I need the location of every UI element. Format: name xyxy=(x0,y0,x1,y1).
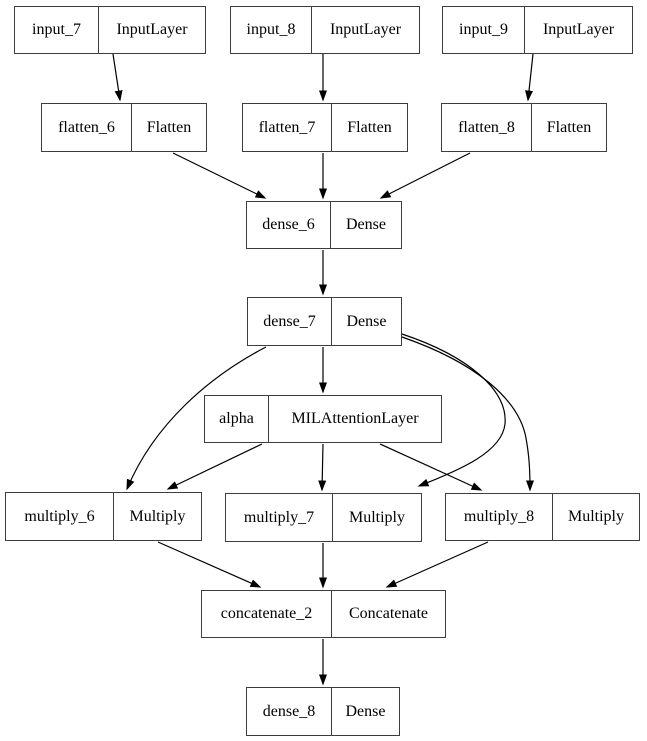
node-flatten_8-name: flatten_8 xyxy=(442,104,532,151)
node-multiply_7-type: Multiply xyxy=(348,508,405,526)
node-multiply_7-name: multiply_7 xyxy=(226,494,333,541)
node-flatten_8-type: Flatten xyxy=(546,118,592,136)
node-multiply_8: multiply_8 Multiply xyxy=(445,493,640,541)
node-concatenate_2: concatenate_2 Concatenate xyxy=(201,590,446,638)
node-input_8-name: input_8 xyxy=(231,7,312,53)
node-alpha-type: MILAttentionLayer xyxy=(291,410,419,427)
edge-input_7-to-flatten_6 xyxy=(112,53,123,102)
edge-flatten_6-to-dense_6 xyxy=(172,152,267,199)
node-dense_6-type: Dense xyxy=(346,216,386,233)
node-flatten_6: flatten_6 Flatten xyxy=(41,103,207,152)
edge-multiply_8-to-concatenate_2 xyxy=(385,541,489,588)
node-flatten_6-name: flatten_6 xyxy=(42,104,132,151)
node-dense_8-name: dense_8 xyxy=(247,688,332,735)
node-multiply_7: multiply_7 Multiply xyxy=(225,493,422,542)
node-multiply_6-type: Multiply xyxy=(129,507,186,525)
node-flatten_7: flatten_7 Flatten xyxy=(242,103,408,152)
node-flatten_7-type: Flatten xyxy=(347,118,392,136)
edge-multiply_6-to-concatenate_2 xyxy=(157,541,262,588)
node-multiply_8-type: Multiply xyxy=(567,508,624,525)
edge-flatten_8-to-dense_6 xyxy=(379,152,471,199)
edge-alpha-to-multiply_8 xyxy=(379,443,483,491)
node-dense_7: dense_7 Dense xyxy=(247,297,402,346)
node-flatten_7-name: flatten_7 xyxy=(243,104,332,151)
node-flatten_8: flatten_8 Flatten xyxy=(441,103,607,152)
node-multiply_6: multiply_6 Multiply xyxy=(5,492,202,541)
edge-input_9-to-flatten_8 xyxy=(525,53,534,102)
node-concatenate_2-type: Concatenate xyxy=(348,605,429,622)
node-flatten_6-type: Flatten xyxy=(146,118,192,136)
node-concatenate_2-name: concatenate_2 xyxy=(202,591,332,637)
node-dense_8: dense_8 Dense xyxy=(246,687,400,736)
node-input_9-type: InputLayer xyxy=(542,21,615,38)
node-input_8: input_8 InputLayer xyxy=(230,6,420,54)
node-input_7: input_7 InputLayer xyxy=(14,6,206,54)
edge-alpha-to-multiply_7 xyxy=(318,443,327,492)
node-dense_6-name: dense_6 xyxy=(247,202,331,248)
node-input_9: input_9 InputLayer xyxy=(442,6,633,54)
node-dense_7-name: dense_7 xyxy=(248,298,332,345)
node-alpha-name: alpha xyxy=(205,396,269,442)
node-dense_7-type: Dense xyxy=(346,312,387,330)
node-alpha-mil-attention: alpha MILAttentionLayer xyxy=(204,395,442,443)
node-input_9-name: input_9 xyxy=(443,7,525,53)
node-dense_8-type: Dense xyxy=(345,702,386,720)
node-multiply_8-name: multiply_8 xyxy=(446,494,553,540)
node-input_8-type: InputLayer xyxy=(329,21,402,38)
node-input_7-name: input_7 xyxy=(15,7,99,53)
node-input_7-type: InputLayer xyxy=(116,21,188,38)
node-dense_6: dense_6 Dense xyxy=(246,201,402,249)
node-multiply_6-name: multiply_6 xyxy=(6,493,114,540)
edge-alpha-to-multiply_6 xyxy=(166,443,263,490)
